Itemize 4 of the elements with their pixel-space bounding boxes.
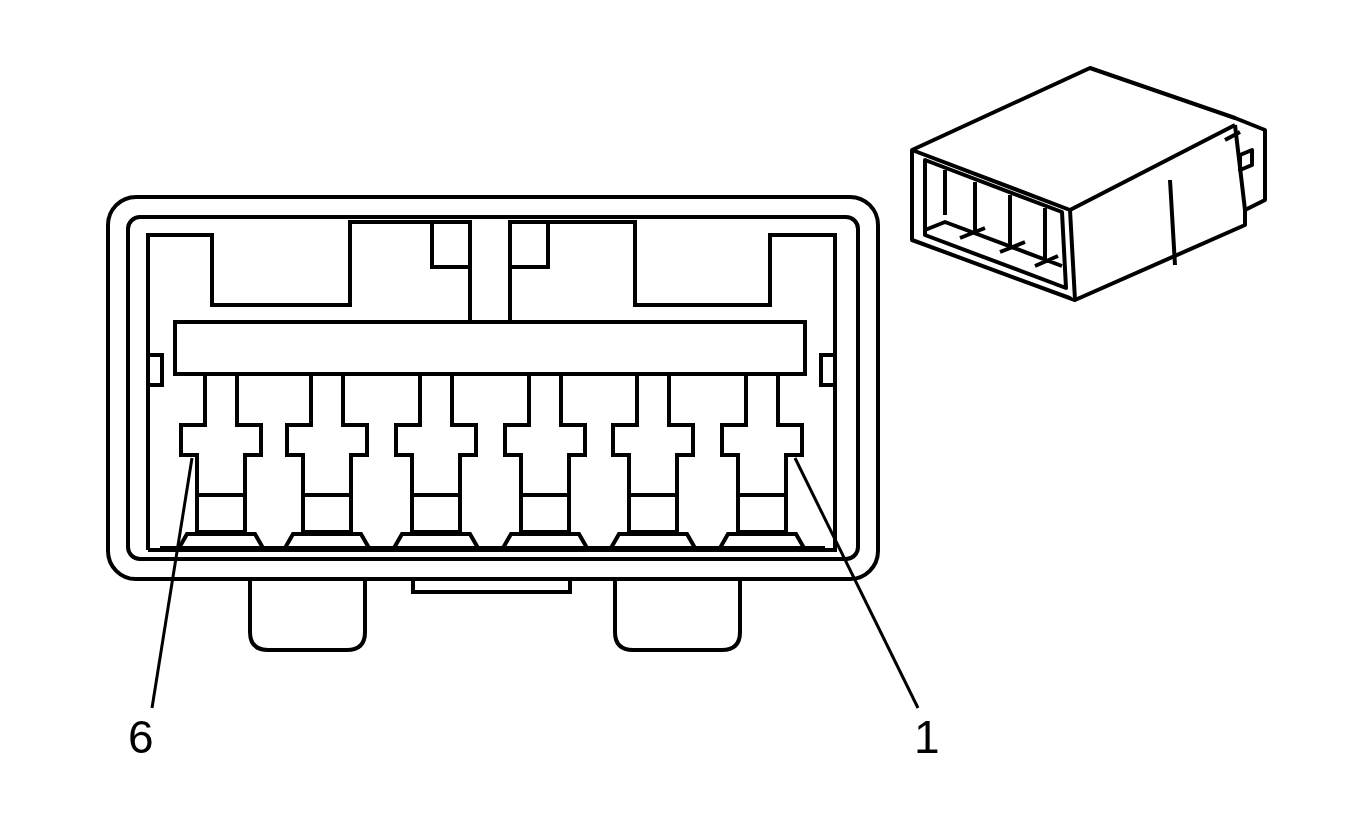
leader-line — [793, 457, 920, 709]
leader-line — [150, 457, 194, 709]
callout-number: 6 — [126, 712, 156, 762]
callout-number: 1 — [912, 712, 942, 762]
